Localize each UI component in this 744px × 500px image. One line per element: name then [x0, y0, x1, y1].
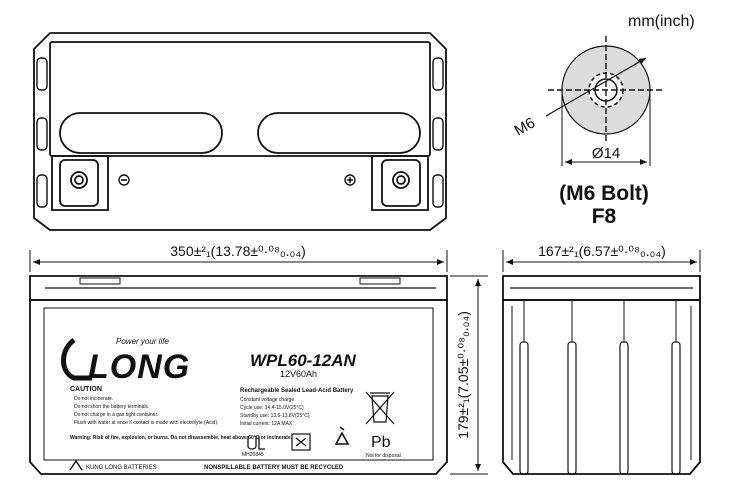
height-dimension: 179±²₁(7.05±⁰·⁰⁸₀.₀₄) [455, 311, 471, 439]
rating: 12V60Ah [280, 369, 317, 379]
diameter-label: Ø14 [592, 145, 620, 162]
long-logo: LONG Power your life [61, 337, 190, 386]
battery-label: LONG Power your life WPL60-12AN 12V60Ah … [61, 337, 401, 471]
crossed-bin-icon [365, 391, 395, 425]
tagline: Power your life [116, 337, 169, 346]
spec-list: Constant voltage charge Cycle use: 14.4-… [240, 397, 310, 427]
side-view [502, 250, 701, 475]
ul-mark-icon [247, 436, 265, 450]
width-dimension: 167±²₁(6.57±⁰·⁰⁸₀.₀₄) [538, 243, 666, 259]
model-name: WPL60-12AN [250, 351, 357, 370]
spec-line: Cycle use: 14.4-15.0V(25°C) [240, 405, 304, 411]
warning-text: Warning: Risk of fire, explosion, or bur… [70, 435, 293, 441]
spec-line: Initial current: 12A MAX [240, 421, 293, 427]
thread-label: M6 [512, 114, 539, 139]
brand-logo: LONG [88, 348, 190, 386]
unit-note: mm(inch) [628, 13, 695, 30]
cell-symbol-icon [291, 433, 311, 451]
spec-title: Rechargeable Sealed Lead-Acid Battery [240, 388, 354, 394]
disposal-text: Not for disposal [366, 453, 401, 459]
ul-code: MH20845 [242, 452, 264, 458]
caution-line: Flush with water at once if contact is m… [74, 420, 219, 426]
top-view [33, 32, 447, 231]
caution-line: Do not short the battery terminals. [74, 404, 149, 410]
recycle-icon [334, 426, 350, 445]
caution-list: Do not incinerate. Do not short the batt… [74, 396, 219, 426]
maker-name: KUNG LONG BATTERIES [86, 465, 157, 471]
kl-logo-icon [69, 459, 83, 471]
pb-symbol: Pb [371, 434, 391, 451]
front-view [29, 250, 488, 475]
terminal-name: (M6 Bolt) [559, 182, 649, 205]
spec-line: Standby use: 13.6-13.8V(25°C) [240, 413, 310, 419]
caution-line: Do not charge in a gas tight container. [74, 412, 158, 418]
length-dimension: 350±²₁(13.78±⁰·⁰⁸₀.₀₄) [170, 243, 306, 259]
terminal-code: F8 [592, 205, 617, 228]
terminal-detail: mm(inch) M6 Ø14 (M6 Bolt) F8 [512, 13, 695, 228]
caution-line: Do not incinerate. [74, 396, 113, 402]
spec-line: Constant voltage charge [240, 397, 294, 403]
recycle-notice: NONSPILLABLE BATTERY MUST BE RECYCLED [204, 465, 344, 471]
caution-title: CAUTION [70, 386, 102, 393]
